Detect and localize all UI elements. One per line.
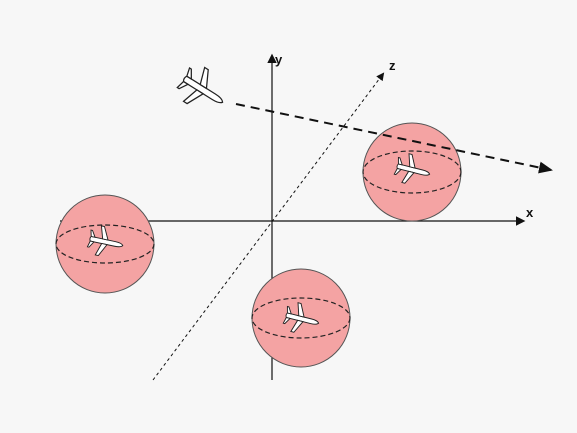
sphere-left: [55, 194, 155, 294]
trajectory-arrow-icon: [235, 103, 553, 174]
z-axis-label: z: [389, 58, 396, 73]
airplane-icon: [172, 60, 234, 120]
y-axis-label: y: [275, 52, 283, 67]
sphere-bottom: [251, 268, 351, 368]
x-axis-label: x: [526, 205, 534, 220]
sphere-right: [362, 122, 462, 222]
z-axis: [152, 72, 385, 381]
